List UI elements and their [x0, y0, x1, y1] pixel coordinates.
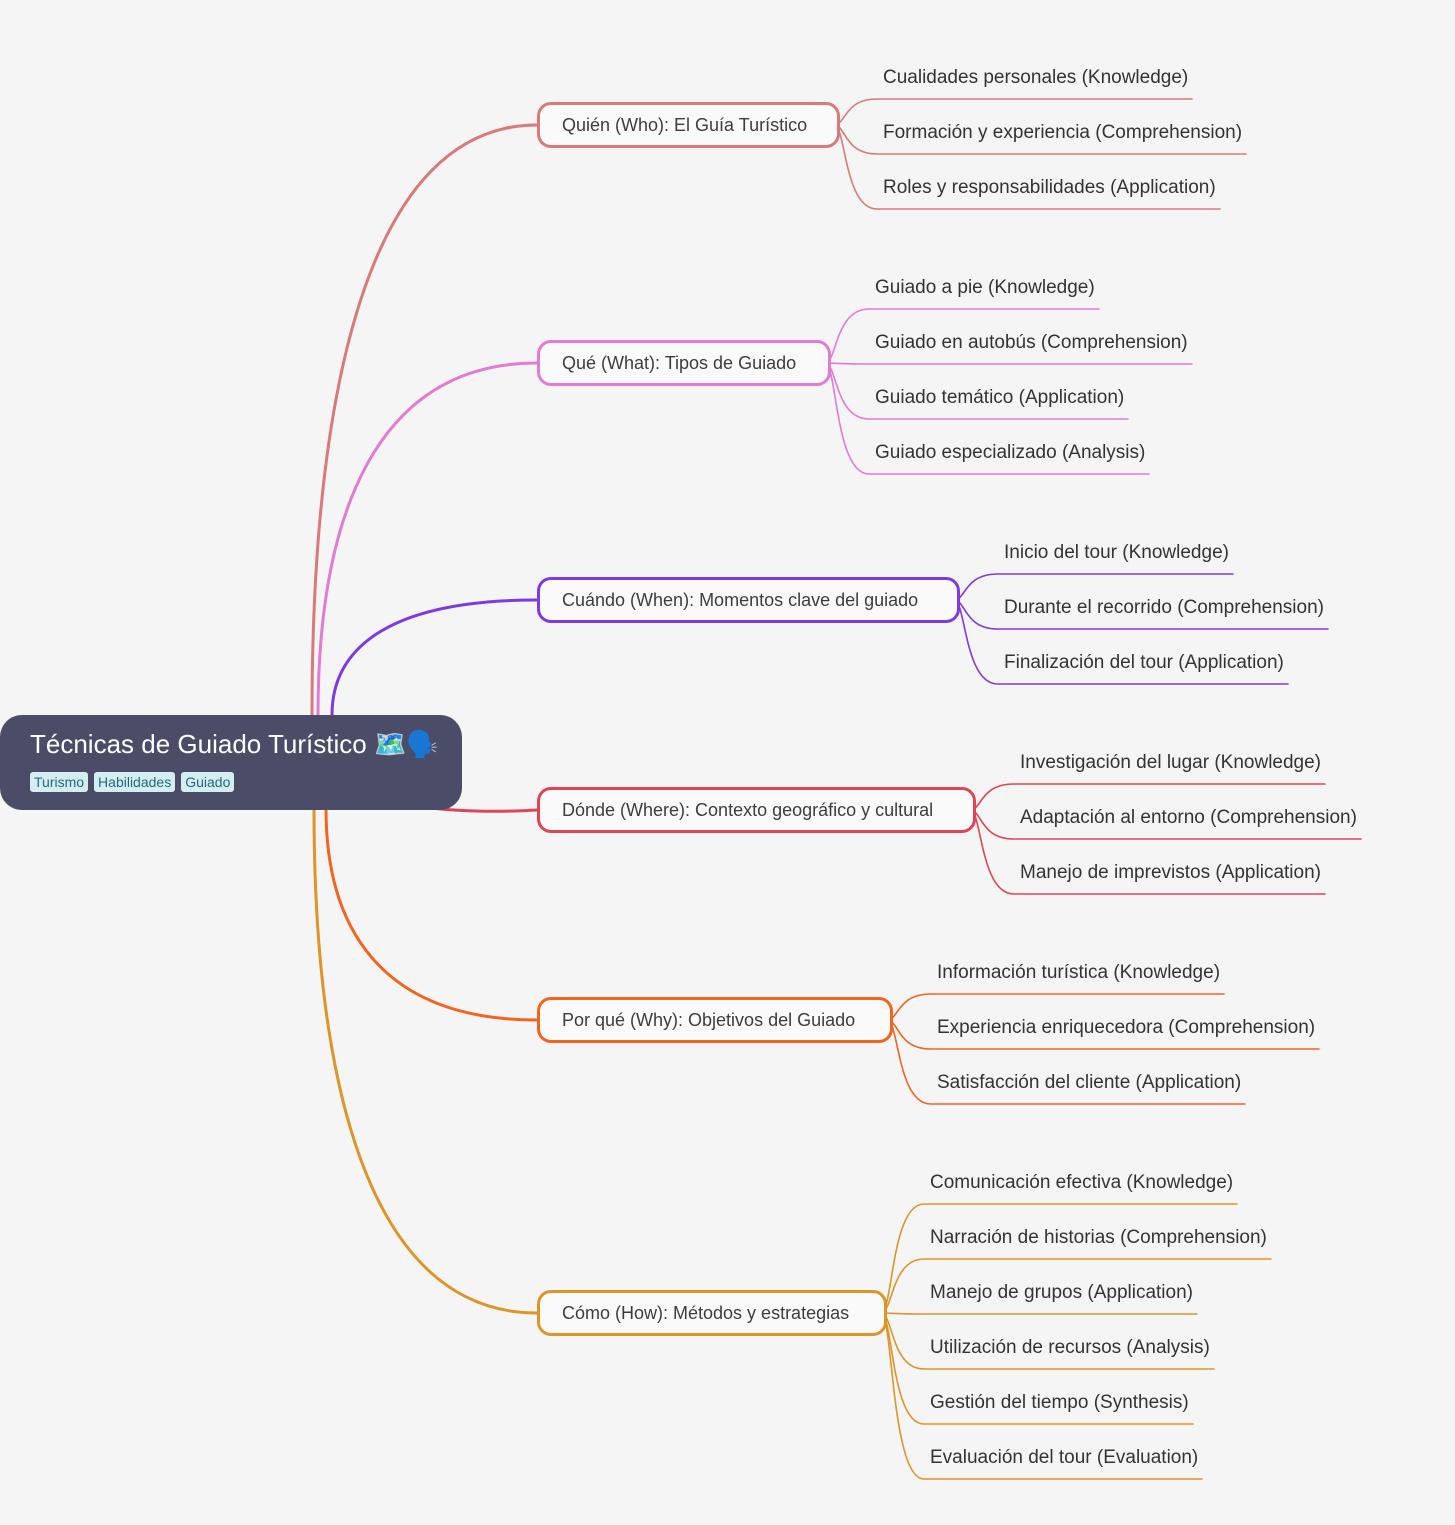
branch-label: Quién (Who): El Guía Turístico	[562, 114, 808, 135]
branch-label: Por qué (Why): Objetivos del Guiado	[562, 1009, 856, 1030]
leaf-por-que-1[interactable]: Información turística (Knowledge)	[937, 962, 1221, 983]
leaf-como-6[interactable]: Evaluación del tour (Evaluation)	[930, 1447, 1199, 1468]
central-topic-title: Técnicas de Guiado Turístico 🗺️🗣️	[30, 729, 439, 759]
branch-label: Dónde (Where): Contexto geográfico y cul…	[562, 799, 934, 820]
leaf-donde-3[interactable]: Manejo de imprevistos (Application)	[1020, 862, 1321, 883]
tag-guiado[interactable]: Guiado	[181, 772, 235, 792]
leaf-donde-1[interactable]: Investigación del lugar (Knowledge)	[1020, 752, 1322, 773]
leaf-connector	[880, 1312, 1198, 1315]
leaf-que-3[interactable]: Guiado temático (Application)	[875, 387, 1125, 408]
leaf-como-5[interactable]: Gestión del tiempo (Synthesis)	[930, 1392, 1189, 1413]
leaf-donde-2[interactable]: Adaptación al entorno (Comprehension)	[1020, 807, 1357, 828]
branch-connector	[312, 807, 539, 1315]
tag-turismo[interactable]: Turismo	[30, 772, 89, 792]
leaf-como-2[interactable]: Narración de historias (Comprehension)	[930, 1227, 1267, 1248]
branch-connector	[324, 807, 539, 1022]
branch-connector	[310, 123, 539, 717]
branch-quien[interactable]: Quién (Who): El Guía Turístico	[537, 102, 840, 148]
leaf-que-1[interactable]: Guiado a pie (Knowledge)	[875, 277, 1095, 298]
leaf-quien-1[interactable]: Cualidades personales (Knowledge)	[883, 67, 1189, 88]
branch-cuando[interactable]: Cuándo (When): Momentos clave del guiado	[537, 577, 960, 623]
leaf-por-que-3[interactable]: Satisfacción del cliente (Application)	[937, 1072, 1242, 1093]
branch-label: Qué (What): Tipos de Guiado	[562, 352, 797, 373]
leaf-quien-3[interactable]: Roles y responsabilidades (Application)	[883, 177, 1216, 198]
central-topic[interactable]: Técnicas de Guiado Turístico 🗺️🗣️ Turism…	[0, 715, 462, 810]
branch-como[interactable]: Cómo (How): Métodos y estrategias	[537, 1290, 887, 1336]
leaf-quien-2[interactable]: Formación y experiencia (Comprehension)	[883, 122, 1243, 143]
topic-tags: Turismo Habilidades Guiado	[30, 772, 432, 792]
branch-connector	[316, 361, 539, 717]
leaf-cuando-3[interactable]: Finalización del tour (Application)	[1004, 652, 1284, 673]
branch-label: Cómo (How): Métodos y estrategias	[562, 1302, 850, 1323]
branch-label: Cuándo (When): Momentos clave del guiado	[562, 589, 919, 610]
branch-que[interactable]: Qué (What): Tipos de Guiado	[537, 340, 831, 386]
leaf-que-2[interactable]: Guiado en autobús (Comprehension)	[875, 332, 1188, 353]
leaf-connector	[824, 362, 1193, 365]
branch-connector	[330, 598, 539, 717]
leaf-que-4[interactable]: Guiado especializado (Analysis)	[875, 442, 1146, 463]
tag-habilidades[interactable]: Habilidades	[94, 772, 176, 792]
branch-donde[interactable]: Dónde (Where): Contexto geográfico y cul…	[537, 787, 976, 833]
leaf-por-que-2[interactable]: Experiencia enriquecedora (Comprehension…	[937, 1017, 1316, 1038]
branch-por-que[interactable]: Por qué (Why): Objetivos del Guiado	[537, 997, 893, 1043]
leaf-cuando-1[interactable]: Inicio del tour (Knowledge)	[1004, 542, 1229, 563]
leaf-como-1[interactable]: Comunicación efectiva (Knowledge)	[930, 1172, 1234, 1193]
leaf-como-4[interactable]: Utilización de recursos (Analysis)	[930, 1337, 1210, 1358]
leaf-como-3[interactable]: Manejo de grupos (Application)	[930, 1282, 1193, 1303]
leaf-cuando-2[interactable]: Durante el recorrido (Comprehension)	[1004, 597, 1324, 618]
